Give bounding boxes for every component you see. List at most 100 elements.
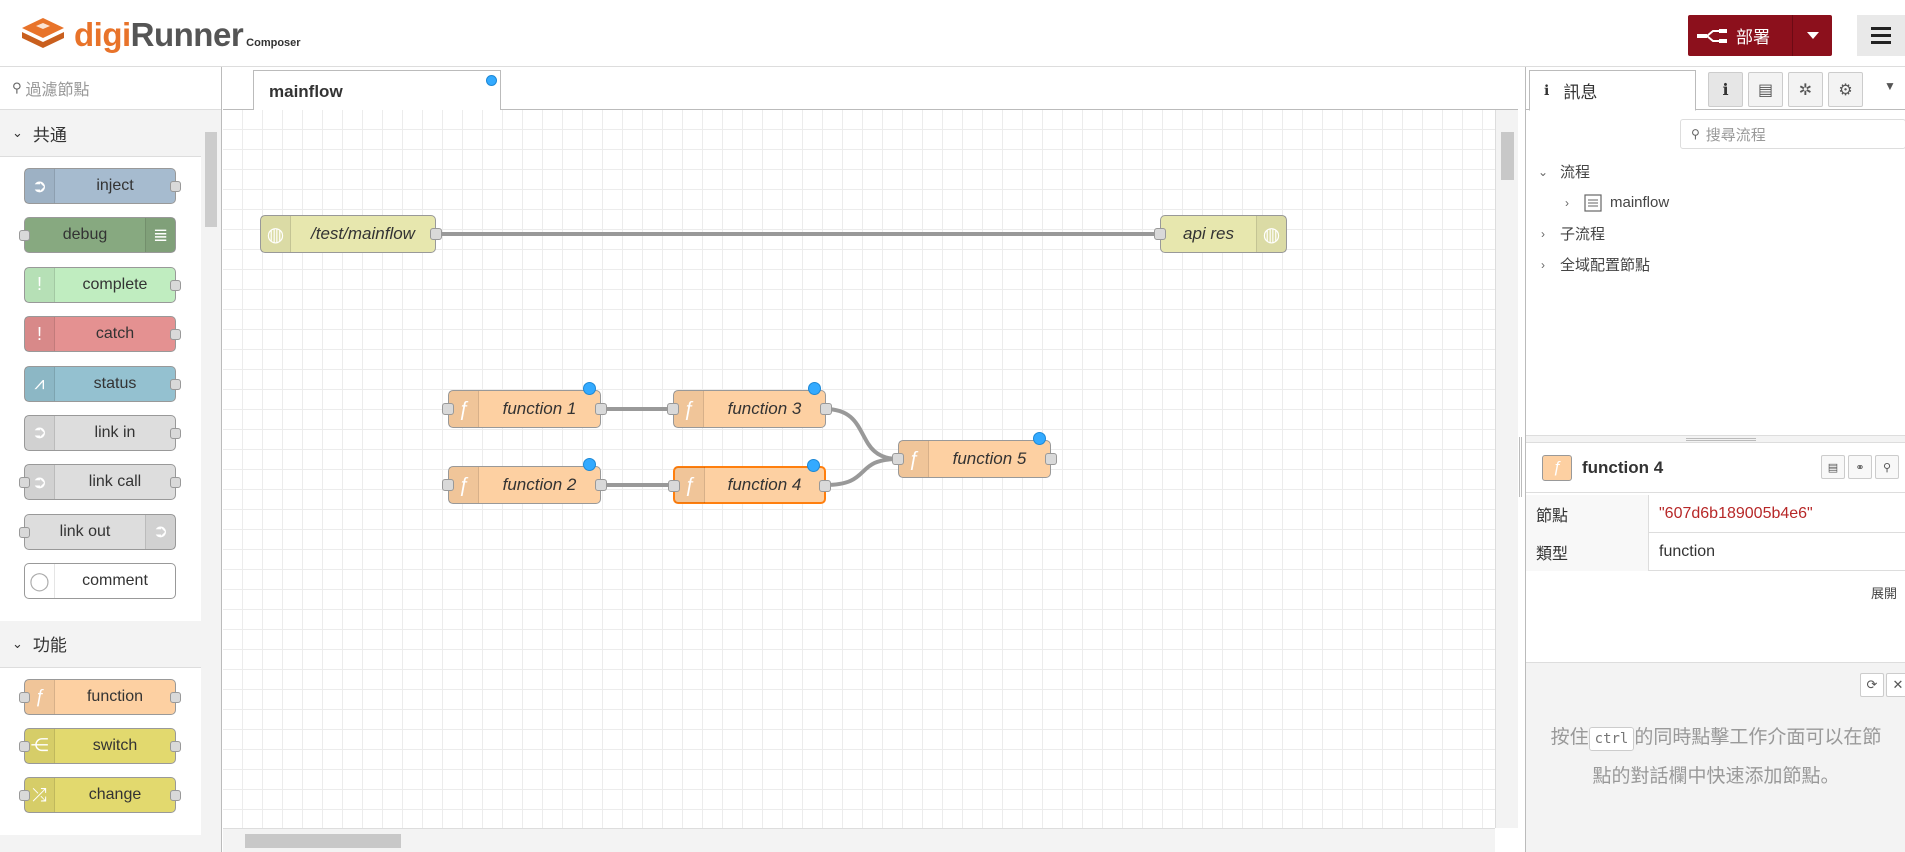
node-function-3[interactable]: ƒ function 3 [667, 382, 832, 428]
tree-item-flows[interactable]: ⌄ 流程 [1526, 156, 1905, 187]
palette-node-link-in[interactable]: ➲ link in [24, 414, 181, 451]
expand-link[interactable]: 展開 [1870, 586, 1897, 601]
book-icon[interactable]: ▤ [1821, 455, 1845, 479]
info-sidebar: ℹ 訊息 ℹ ▤ ✲ ⚙ ▼ ⚲ 搜尋流程 ⌄ 流程 › mainflow › … [1525, 67, 1905, 852]
ctrl-key: ctrl [1588, 727, 1635, 751]
palette-category-common[interactable]: ⌄ 共通 [0, 110, 221, 157]
canvas-horizontal-scrollbar[interactable] [223, 828, 1495, 852]
palette-scrollbar[interactable] [201, 110, 221, 852]
tree-item-global-config[interactable]: › 全域配置節點 [1526, 249, 1905, 280]
input-port[interactable] [668, 480, 680, 492]
changed-indicator [583, 382, 596, 395]
chevron-down-icon: ⌄ [1537, 164, 1549, 179]
close-icon[interactable]: ✕ [1886, 673, 1905, 697]
input-port[interactable] [1154, 228, 1166, 240]
palette-category-function[interactable]: ⌄ 功能 [0, 620, 221, 668]
palette-node-comment[interactable]: ◯ comment [24, 563, 176, 600]
chevron-right-icon: › [1565, 195, 1569, 210]
help-tab-button[interactable]: ▤ [1748, 72, 1783, 107]
property-row: 節點 "607d6b189005b4e6" [1526, 494, 1905, 533]
palette-category-common-body: ➲ inject debug ≣ ! complete ! catch ⩘ st… [0, 157, 221, 621]
node-palette: ⚲ 過濾節點 ⌄ 共通 ➲ inject debug ≣ ! complete … [0, 67, 222, 852]
sidebar-resize-handle[interactable] [1518, 67, 1525, 852]
tab-info[interactable]: ℹ 訊息 [1529, 70, 1696, 111]
output-port[interactable] [595, 479, 607, 491]
chevron-down-icon[interactable]: ▼ [1884, 79, 1896, 93]
info-tab-button[interactable]: ℹ [1708, 72, 1743, 107]
node-function-4[interactable]: ƒ function 4 [668, 459, 831, 504]
change-icon: ⤮ [25, 778, 55, 813]
chevron-down-icon: ⌄ [12, 635, 23, 651]
function-icon: ƒ [25, 679, 55, 714]
palette-node-function[interactable]: ƒ function [19, 678, 181, 715]
sidebar-splitter[interactable] [1526, 435, 1905, 443]
config-tab-button[interactable]: ⚙ [1828, 72, 1863, 107]
node-http-response[interactable]: api res ◍ [1154, 215, 1287, 253]
output-port [170, 740, 181, 752]
node-function-1[interactable]: ƒ function 1 [442, 382, 607, 428]
output-port [170, 691, 181, 703]
flow-icon [1584, 193, 1602, 212]
flow-search-input[interactable]: ⚲ 搜尋流程 [1680, 119, 1905, 149]
input-port[interactable] [442, 403, 454, 415]
input-port [19, 477, 30, 489]
link-in-icon: ➲ [25, 415, 55, 450]
function-icon: ƒ [449, 467, 479, 503]
workspace-canvas[interactable]: ◍ /test/mainflow api res ◍ ƒ function 1 … [223, 110, 1495, 828]
node-function-2[interactable]: ƒ function 2 [442, 458, 607, 504]
link-icon[interactable]: ⚭ [1848, 455, 1872, 479]
palette-node-catch[interactable]: ! catch [24, 316, 181, 353]
input-port [19, 526, 30, 538]
palette-search-input[interactable]: ⚲ 過濾節點 [0, 67, 221, 110]
deploy-button[interactable]: 部署 [1688, 15, 1832, 56]
output-port[interactable] [595, 403, 607, 415]
search-icon[interactable]: ⚲ [1875, 455, 1899, 479]
palette-node-inject[interactable]: ➲ inject [24, 168, 181, 204]
output-port [170, 477, 181, 489]
info-icon: ℹ [1722, 81, 1729, 99]
output-port[interactable] [1045, 453, 1057, 465]
node-http-in[interactable]: ◍ /test/mainflow [260, 215, 442, 253]
output-port[interactable] [820, 403, 832, 415]
deploy-dropdown-caret-icon[interactable] [1792, 15, 1832, 56]
tab-mainflow[interactable]: mainflow [253, 70, 501, 111]
workspace-tabs: mainflow [223, 67, 1518, 111]
main-menu-button[interactable] [1857, 15, 1905, 56]
input-port[interactable] [892, 453, 904, 465]
switch-icon: ⋲ [25, 728, 55, 763]
palette-category-function-body: ƒ function ⋲ switch ⤮ change [0, 667, 221, 835]
canvas-vertical-scrollbar[interactable] [1495, 110, 1518, 828]
wire [824, 457, 899, 487]
chevron-down-icon: ⌄ [12, 125, 23, 140]
tree-item-mainflow[interactable]: › mainflow [1526, 187, 1905, 218]
palette-node-link-out[interactable]: link out ➲ [19, 513, 176, 550]
changed-indicator [808, 382, 821, 395]
node-properties-table: 節點 "607d6b189005b4e6" 類型 function [1526, 494, 1905, 571]
input-port[interactable] [442, 479, 454, 491]
function-icon: ƒ [1542, 454, 1572, 481]
input-port [19, 691, 30, 703]
search-icon: ⚲ [1691, 127, 1700, 141]
palette-node-switch[interactable]: ⋲ switch [19, 727, 181, 764]
function-icon: ƒ [675, 467, 705, 503]
node-function-5[interactable]: ƒ function 5 [892, 432, 1057, 478]
palette-node-change[interactable]: ⤮ change [19, 777, 181, 814]
tree-item-subflows[interactable]: › 子流程 [1526, 218, 1905, 249]
globe-icon: ◍ [1256, 216, 1286, 252]
refresh-icon[interactable]: ⟳ [1860, 673, 1884, 697]
output-port [170, 790, 181, 802]
comment-icon: ◯ [25, 564, 55, 599]
palette-node-debug[interactable]: debug ≣ [19, 217, 176, 254]
deploy-label: 部署 [1736, 28, 1770, 47]
palette-node-status[interactable]: ⩘ status [24, 365, 181, 402]
input-port[interactable] [667, 403, 679, 415]
brand-subtitle: Composer [246, 37, 301, 49]
app-logo[interactable]: digiRunner Composer [22, 14, 301, 56]
palette-node-link-call[interactable]: ➲ link call [19, 464, 181, 501]
function-icon: ƒ [674, 391, 704, 427]
output-port[interactable] [819, 480, 831, 492]
palette-node-complete[interactable]: ! complete [24, 266, 181, 303]
debug-tab-button[interactable]: ✲ [1788, 72, 1823, 107]
output-port[interactable] [430, 228, 442, 240]
